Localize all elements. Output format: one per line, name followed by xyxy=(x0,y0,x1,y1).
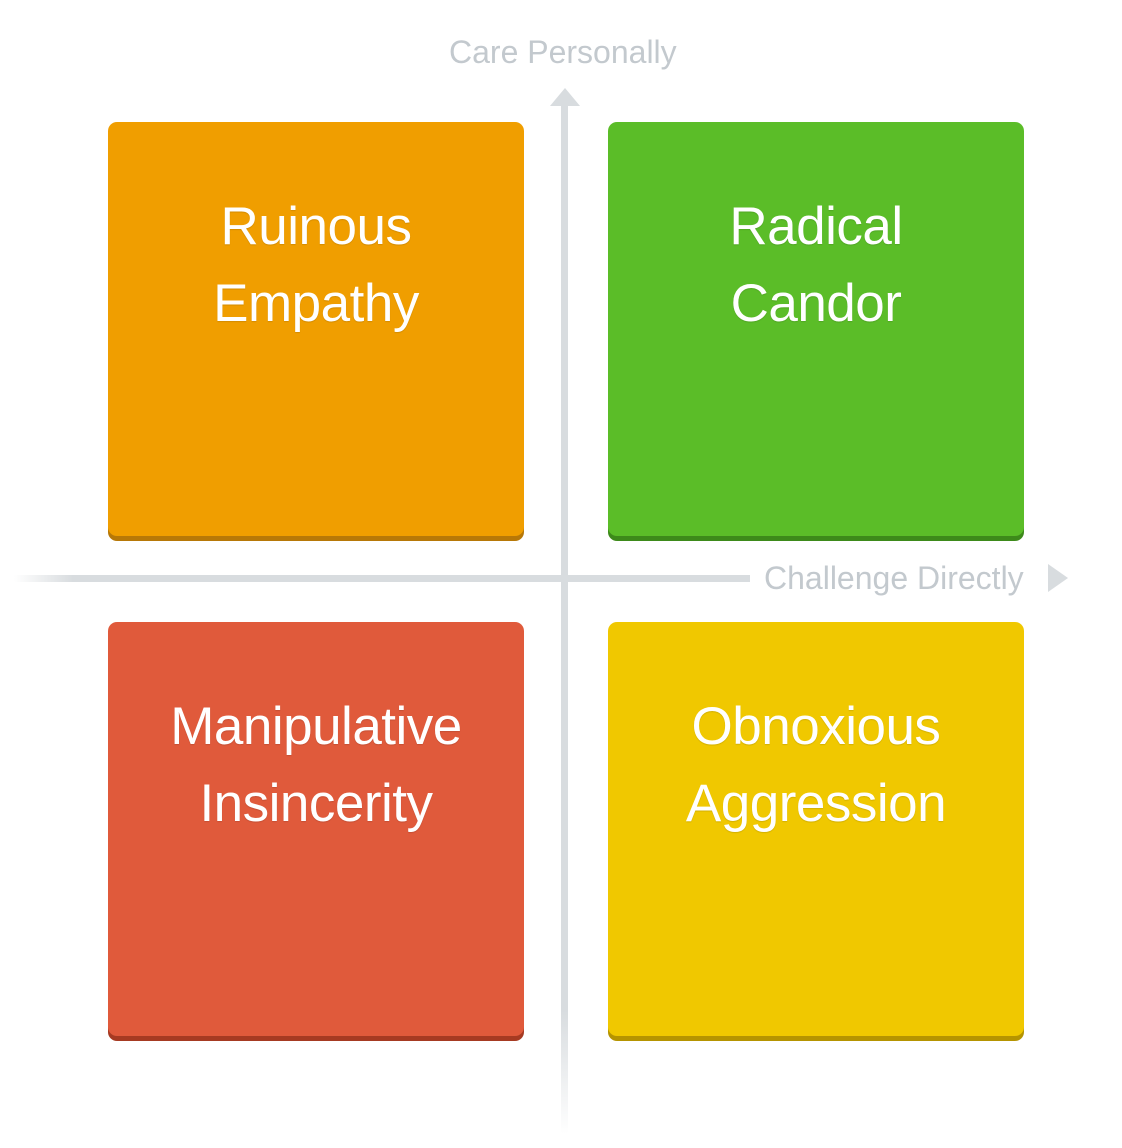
right-arrow-icon xyxy=(1048,564,1068,592)
quadrant-title: Manipulative Insincerity xyxy=(108,688,524,842)
quadrant-title-line1: Manipulative xyxy=(170,697,462,756)
quadrant-manipulative-insincerity: Manipulative Insincerity xyxy=(108,622,524,1036)
horizontal-axis-line xyxy=(14,575,750,582)
quadrant-title: Obnoxious Aggression xyxy=(608,688,1024,842)
quadrant-title-line1: Radical xyxy=(729,197,903,256)
quadrant-title-line1: Obnoxious xyxy=(691,697,941,756)
quadrant-title-line1: Ruinous xyxy=(220,197,412,256)
quadrant-ruinous-empathy: Ruinous Empathy xyxy=(108,122,524,536)
quadrant-radical-candor: Radical Candor xyxy=(608,122,1024,536)
quadrant-title-line2: Empathy xyxy=(213,274,419,333)
quadrant-title-line2: Aggression xyxy=(685,774,947,833)
up-arrow-icon xyxy=(550,88,580,106)
quadrant-obnoxious-aggression: Obnoxious Aggression xyxy=(608,622,1024,1036)
quadrant-title-line2: Insincerity xyxy=(199,774,433,833)
y-axis-label: Care Personally xyxy=(449,34,677,70)
quadrant-title: Radical Candor xyxy=(608,188,1024,342)
quadrant-title: Ruinous Empathy xyxy=(108,188,524,342)
vertical-axis-line xyxy=(561,104,568,1134)
quadrant-title-line2: Candor xyxy=(730,274,902,333)
x-axis-label: Challenge Directly xyxy=(764,560,1024,596)
